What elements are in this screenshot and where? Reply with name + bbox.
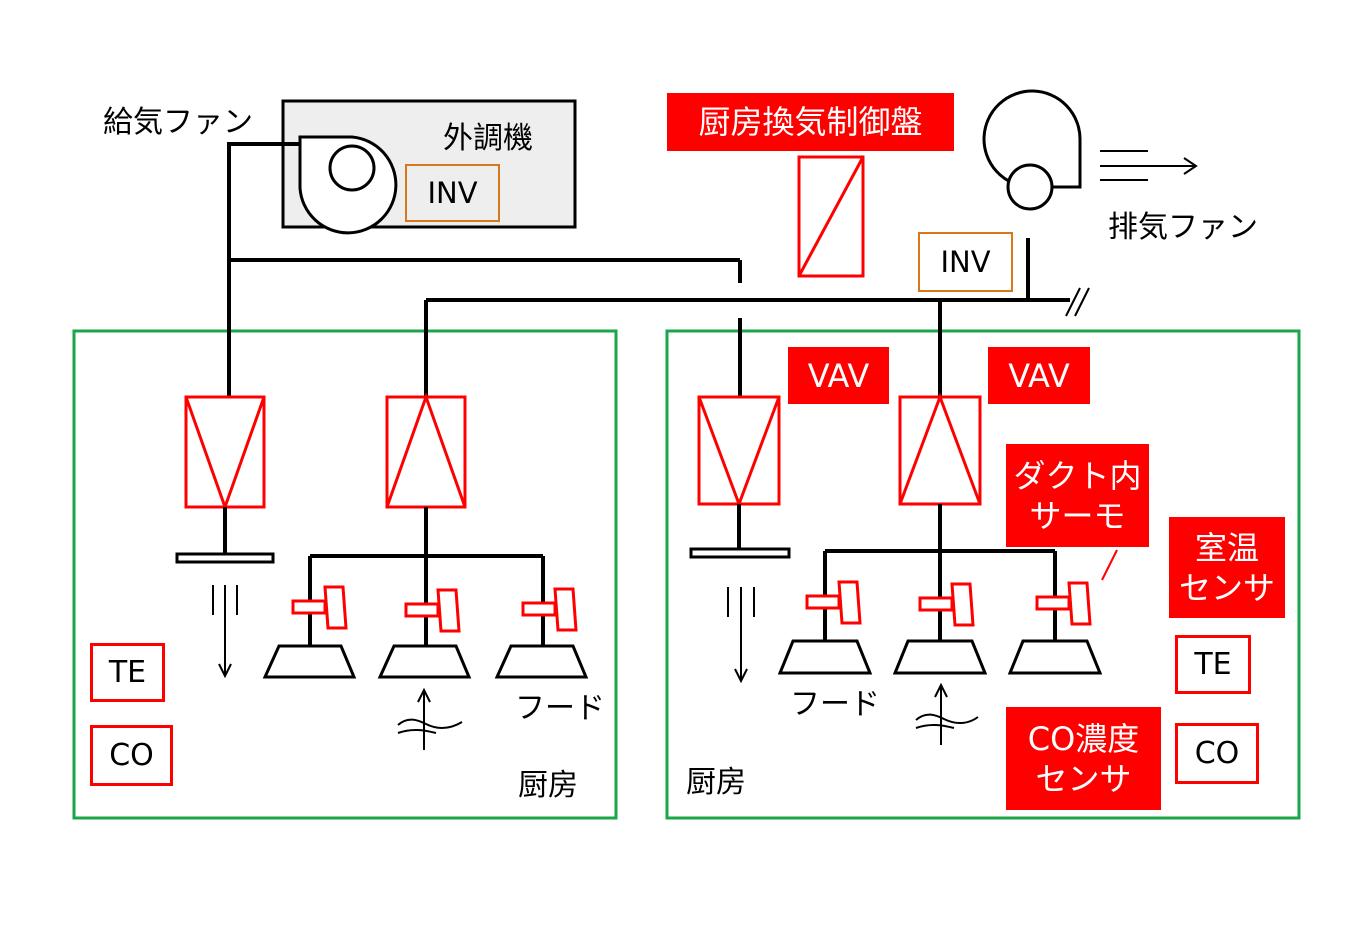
vav-supply-label: VAV bbox=[788, 347, 889, 404]
damper-left-2-icon bbox=[404, 588, 461, 633]
vav-supply-left-icon bbox=[184, 395, 266, 512]
damper-right-2-icon bbox=[918, 582, 975, 627]
heat-rise-left-icon bbox=[397, 687, 463, 750]
co-sensor-left: CO bbox=[90, 725, 173, 786]
air-handler-inv-badge: INV bbox=[405, 164, 500, 222]
room-temp-sensor-line-1: 室温 bbox=[1194, 528, 1259, 567]
exhaust-fan-inv-badge: INV bbox=[918, 232, 1013, 292]
supply-fan-label: 給気ファン bbox=[103, 105, 253, 140]
kitchen-right-boundary bbox=[665, 329, 1301, 820]
co-sensor-label: CO濃度 センサ bbox=[1006, 707, 1161, 810]
control-panel-label: 厨房換気制御盤 bbox=[667, 93, 954, 151]
duct-break-mark bbox=[1065, 287, 1090, 317]
exhaust-branch-left bbox=[308, 507, 545, 646]
hood-label-right: フード bbox=[790, 687, 880, 722]
room-label-right: 厨房 bbox=[686, 765, 746, 800]
supply-fan-icon bbox=[298, 135, 398, 235]
kitchen-left-boundary bbox=[72, 329, 618, 820]
hood-left-1-icon bbox=[262, 644, 357, 679]
heat-rise-right-icon bbox=[915, 682, 979, 745]
vav-exhaust-right-icon bbox=[898, 392, 982, 506]
damper-right-1-icon bbox=[805, 580, 862, 625]
exhaust-fan-icon bbox=[982, 89, 1082, 211]
te-sensor-right: TE bbox=[1175, 635, 1251, 694]
hood-label-left: フード bbox=[515, 691, 605, 726]
supply-duct bbox=[227, 142, 742, 397]
te-sensor-left: TE bbox=[90, 643, 165, 702]
control-panel-icon bbox=[797, 155, 865, 278]
exhaust-arrow-icon bbox=[1100, 150, 1198, 181]
co-sensor-line-1: CO濃度 bbox=[1027, 719, 1140, 758]
hood-left-2-icon bbox=[377, 644, 472, 679]
air-handler-label: 外調機 bbox=[443, 121, 533, 156]
duct-thermostat-line-1: ダクト内 bbox=[1013, 456, 1142, 495]
supply-diffuser-right-icon bbox=[689, 504, 791, 684]
co-sensor-right: CO bbox=[1175, 723, 1259, 784]
room-temp-sensor-line-2: センサ bbox=[1178, 568, 1275, 607]
damper-left-1-icon bbox=[291, 585, 348, 630]
hood-right-2-icon bbox=[892, 639, 988, 675]
exhaust-fan-label: 排気ファン bbox=[1108, 210, 1258, 245]
thermo-leader-line bbox=[1101, 549, 1118, 581]
vav-exhaust-label: VAV bbox=[988, 347, 1090, 404]
hood-left-3-icon bbox=[494, 644, 589, 679]
hood-right-1-icon bbox=[777, 639, 873, 675]
vav-exhaust-left-icon bbox=[385, 392, 467, 509]
duct-thermostat-line-2: サーモ bbox=[1029, 496, 1126, 535]
exhaust-duct bbox=[424, 238, 1070, 397]
room-temp-sensor-label: 室温 センサ bbox=[1169, 517, 1285, 618]
hood-right-3-icon bbox=[1007, 639, 1103, 675]
damper-left-3-icon bbox=[521, 587, 578, 632]
duct-thermostat-label: ダクト内 サーモ bbox=[1006, 444, 1149, 547]
vav-supply-right-icon bbox=[697, 395, 781, 509]
room-label-left: 厨房 bbox=[518, 768, 578, 803]
supply-diffuser-left-icon bbox=[175, 507, 275, 679]
damper-right-3-icon bbox=[1035, 581, 1092, 626]
co-sensor-line-2: センサ bbox=[1035, 759, 1132, 798]
